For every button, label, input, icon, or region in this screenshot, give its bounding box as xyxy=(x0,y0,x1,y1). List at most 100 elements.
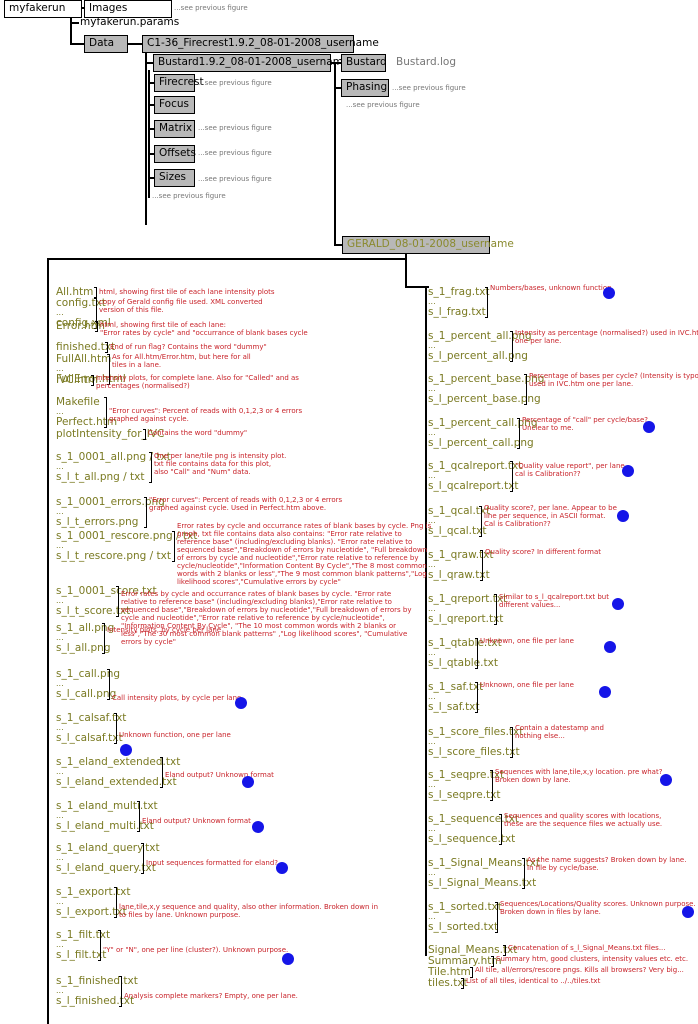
file-name: Summary.htm xyxy=(428,955,502,967)
file-name: s_1_finished.txt xyxy=(56,975,138,987)
see-previous-note: ...see previous figure xyxy=(346,101,420,109)
file-name: config.txt xyxy=(56,297,106,309)
phasing-box[interactable]: Phasing xyxy=(341,79,389,97)
bracket xyxy=(144,497,147,528)
description-note: lane,tile,x,y sequence and quality, also… xyxy=(119,903,379,919)
ellipsis: ... xyxy=(56,853,64,862)
file-name: s_1_0001_rescore.png / txt xyxy=(56,530,198,542)
file-name: s_l_t_rescore.png / txt xyxy=(56,550,171,562)
file-name: s_1_seqpre.txt xyxy=(428,769,505,781)
bracket xyxy=(104,397,107,428)
description-note: Quality score? In different format xyxy=(485,548,602,556)
file-name: s_1_qtable.txt xyxy=(428,637,502,649)
tree-line xyxy=(47,258,407,260)
file-name: s_1_sorted.txt xyxy=(428,901,502,913)
ellipsis: ... xyxy=(428,471,436,480)
sizes-label: Sizes xyxy=(159,171,187,183)
file-name: s_l_qraw.txt xyxy=(428,569,490,581)
bracket xyxy=(102,623,105,654)
gerald-label: GERALD_08-01-2008_username xyxy=(347,238,514,250)
offsets-box[interactable]: Offsets xyxy=(154,145,197,163)
ellipsis: ... xyxy=(428,780,436,789)
bustard-box[interactable]: Bustard xyxy=(341,54,387,72)
blue-marker xyxy=(120,744,132,756)
tree-line xyxy=(331,62,341,64)
file-name: s_l_Signal_Means.txt xyxy=(428,877,537,889)
description-note: Percentage of "call" per cycle/base? Unc… xyxy=(522,416,648,432)
file-name: s_l_score_files.txt xyxy=(428,746,520,758)
ellipsis: ... xyxy=(428,384,436,393)
bracket xyxy=(91,375,94,386)
file-name: s_1_eland_multi.txt xyxy=(56,800,158,812)
ellipsis: ... xyxy=(56,407,64,416)
bracket xyxy=(499,814,502,845)
file-name: s_1_calsaf.txt xyxy=(56,712,127,724)
description-note: Analysis complete markers? Empty, one pe… xyxy=(124,992,298,1000)
bracket xyxy=(510,461,513,492)
see-previous-note: ...see previous figure xyxy=(198,175,272,183)
gerald-box[interactable]: GERALD_08-01-2008_username xyxy=(342,236,514,254)
description-note: Sequences/Locations/Quality scores. Unkn… xyxy=(500,900,696,916)
blue-marker xyxy=(252,821,264,833)
description-note: html, showing first tile of each lane in… xyxy=(99,288,275,296)
file-name: s_1_filt.txt xyxy=(56,929,111,941)
matrix-box[interactable]: Matrix xyxy=(154,120,195,138)
focus-box[interactable]: Focus xyxy=(154,96,195,114)
matrix-label: Matrix xyxy=(159,122,193,134)
description-note: "Error curves": Percent of reads with 0,… xyxy=(109,407,303,423)
myfakerun-box[interactable]: myfakerun xyxy=(4,0,82,18)
description-note: Input sequences formatted for eland? xyxy=(146,859,279,867)
see-previous-note: ...see previous figure xyxy=(152,192,226,200)
images-box[interactable]: Images xyxy=(84,0,172,18)
sizes-box[interactable]: Sizes xyxy=(154,169,195,187)
description-note: Contains the word "dummy" xyxy=(148,429,248,437)
data-box[interactable]: Data xyxy=(84,35,128,53)
offsets-label: Offsets xyxy=(159,147,197,159)
bracket xyxy=(141,843,144,874)
bracket xyxy=(475,638,478,669)
file-name: s_l_calsaf.txt xyxy=(56,732,123,744)
tree-line xyxy=(70,22,79,24)
file-name: Error.htm xyxy=(56,320,105,332)
blue-marker xyxy=(603,287,615,299)
file-name: s_1_qcal.txt xyxy=(428,505,491,517)
description-note: End of run flag? Contains the word "dumm… xyxy=(110,343,267,351)
file-name: s_l_sequence.txt xyxy=(428,833,516,845)
bracket xyxy=(107,669,110,700)
file-name: Tile.htm xyxy=(428,966,471,978)
blue-marker xyxy=(242,776,254,788)
firecrest-box[interactable]: Firecrest xyxy=(154,74,204,92)
bracket xyxy=(461,978,464,989)
firecrest-label: Firecrest xyxy=(159,76,204,88)
file-name: s_l_t_errors.png xyxy=(56,516,139,528)
file-name: s_1_frag.txt xyxy=(428,286,490,298)
file-name: s_1_call.png xyxy=(56,668,121,680)
firecrest-run-box[interactable]: C1-36_Firecrest1.9.2_08-01-2008_username xyxy=(142,35,379,53)
bracket xyxy=(494,594,497,625)
bustard-label: Bustard xyxy=(346,56,387,68)
description-note: Error rates by cycle and occurrance rate… xyxy=(121,590,412,646)
bracket xyxy=(480,550,483,581)
tree-line xyxy=(148,177,154,179)
bracket xyxy=(105,342,108,353)
file-name: s_1_qraw.txt xyxy=(428,549,494,561)
file-name: FullAll.htm xyxy=(56,353,112,365)
tree-line xyxy=(148,153,154,155)
description-note: Quality score?, per lane. Appear to be l… xyxy=(484,504,617,528)
description-note: List of all tiles, identical to ../../ti… xyxy=(466,977,601,985)
ellipsis: ... xyxy=(56,767,64,776)
description-note: "Error curves": Percent of reads with 0,… xyxy=(149,496,343,512)
file-name: s_1_score_files.txt xyxy=(428,726,524,738)
file-name: s_l_t_all.png / txt xyxy=(56,471,145,483)
bracket xyxy=(143,429,146,440)
see-previous-note: ...see previous figure xyxy=(392,84,466,92)
bustard-run-box[interactable]: Bustard1.9.2_08-01-2008_username xyxy=(153,54,349,72)
description-note: Intensity plots, for complete lane. Also… xyxy=(96,374,299,390)
description-note: "Quality value report", per lane cal is … xyxy=(515,462,625,478)
ellipsis: ... xyxy=(428,824,436,833)
file-name: FullError.html xyxy=(56,373,126,385)
file-name: s_l_frag.txt xyxy=(428,306,486,318)
tree-line xyxy=(334,70,336,244)
tree-line xyxy=(70,43,84,45)
description-note: html, showing first tile of each lane: "… xyxy=(100,321,308,337)
